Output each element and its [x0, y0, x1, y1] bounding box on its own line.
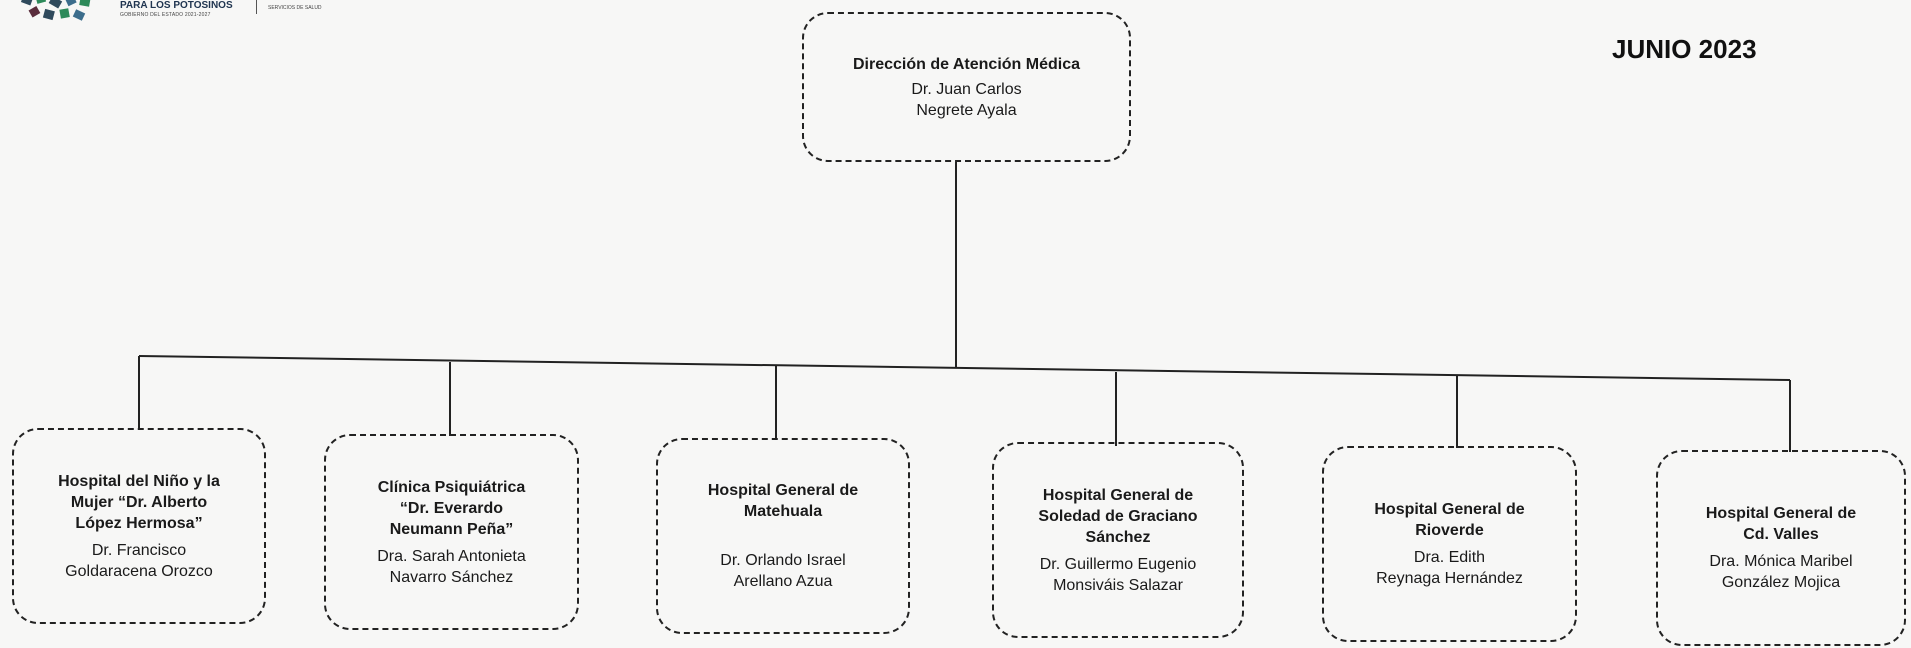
person-line: Dra. Mónica Maribel	[1709, 553, 1853, 570]
box-person: Dra. Edith Reynaga Hernández	[1376, 547, 1523, 589]
person-line: Reynaga Hernández	[1376, 570, 1523, 587]
state-emblem-icon	[20, 0, 91, 21]
person-line: Navarro Sánchez	[389, 568, 514, 586]
org-box-hospital-rioverde: Hospital General de Rioverde Dra. Edith …	[1322, 446, 1577, 642]
org-box-hospital-matehuala: Hospital General de Matehuala Dr. Orland…	[656, 438, 910, 634]
title-line: Hospital General de	[707, 482, 859, 499]
box-person: Dr. Francisco Goldaracena Orozco	[65, 540, 213, 582]
title-line: Mujer “Dr. Alberto	[70, 493, 208, 511]
person-line: Dr. Francisco	[91, 541, 187, 559]
org-box-hospital-nino-mujer: Hospital del Niño y la Mujer “Dr. Albert…	[12, 428, 266, 624]
person-line: Negrete Ayala	[916, 101, 1017, 119]
box-title: Hospital General de Matehuala	[708, 480, 858, 522]
person-line: Dr. Orlando Israel	[720, 552, 846, 569]
title-line: Hospital del Niño y la	[58, 472, 220, 490]
title-line: Clínica Psiquiátrica	[377, 478, 526, 496]
title-line: Hospital General de	[1705, 505, 1857, 522]
title-line: Hospital General de	[1374, 501, 1525, 518]
org-box-clinica-psiquiatrica: Clínica Psiquiátrica “Dr. Everardo Neuma…	[324, 434, 579, 630]
person-line: Arellano Azua	[733, 573, 833, 590]
box-person: Dra. Mónica Maribel González Mojica	[1709, 551, 1852, 593]
person-line: González Mojica	[1721, 574, 1841, 591]
title-line: Hospital General de	[1042, 486, 1194, 504]
box-person: Dr. Guillermo Eugenio Monsiváis Salazar	[1040, 554, 1197, 596]
title-line: Rioverde	[1415, 522, 1484, 539]
box-person: Dr. Juan Carlos Negrete Ayala	[911, 79, 1021, 121]
box-title: Hospital del Niño y la Mujer “Dr. Albert…	[58, 471, 220, 534]
department-text: SERVICIOS DE SALUD	[268, 5, 322, 11]
title-line: López Hermosa”	[75, 514, 203, 532]
person-line: Dra. Sarah Antonieta	[377, 547, 526, 565]
header-logo: PARA LOS POTOSINOS GOBIERNO DEL ESTADO 2…	[8, 0, 368, 30]
box-title: Hospital General de Cd. Valles	[1706, 503, 1856, 545]
box-title: Dirección de Atención Médica	[852, 55, 1080, 73]
title-line: “Dr. Everardo	[399, 499, 504, 517]
chart-date: JUNIO 2023	[1612, 34, 1757, 64]
title-line: Sánchez	[1085, 528, 1151, 546]
title-line: Neumann Peña”	[389, 520, 514, 538]
org-box-root: Dirección de Atención Médica Dr. Juan Ca…	[802, 12, 1131, 162]
title-line: Cd. Valles	[1743, 526, 1819, 543]
logo-text: PARA LOS POTOSINOS	[120, 0, 233, 11]
title-line: Matehuala	[743, 503, 823, 520]
person-line: Monsiváis Salazar	[1053, 576, 1183, 594]
box-title: Hospital General de Rioverde	[1374, 499, 1524, 541]
person-line: Dra. Edith	[1413, 549, 1486, 566]
person-line: Goldaracena Orozco	[65, 562, 213, 580]
person-line: Dr. Juan Carlos	[911, 80, 1022, 98]
box-title: Hospital General de Soledad de Graciano …	[1038, 485, 1197, 548]
org-box-hospital-cd-valles: Hospital General de Cd. Valles Dra. Móni…	[1656, 450, 1906, 646]
horizontal-bus	[138, 355, 1791, 381]
title-line: Soledad de Graciano	[1038, 507, 1198, 525]
logo-subtext: GOBIERNO DEL ESTADO 2021-2027	[120, 12, 211, 18]
org-box-hospital-soledad: Hospital General de Soledad de Graciano …	[992, 442, 1244, 638]
person-line: Dr. Guillermo Eugenio	[1039, 555, 1197, 573]
box-person: Dr. Orlando Israel Arellano Azua	[720, 550, 845, 592]
logo-divider	[256, 0, 257, 14]
box-person: Dra. Sarah Antonieta Navarro Sánchez	[377, 546, 526, 588]
box-title: Clínica Psiquiátrica “Dr. Everardo Neuma…	[378, 477, 526, 540]
